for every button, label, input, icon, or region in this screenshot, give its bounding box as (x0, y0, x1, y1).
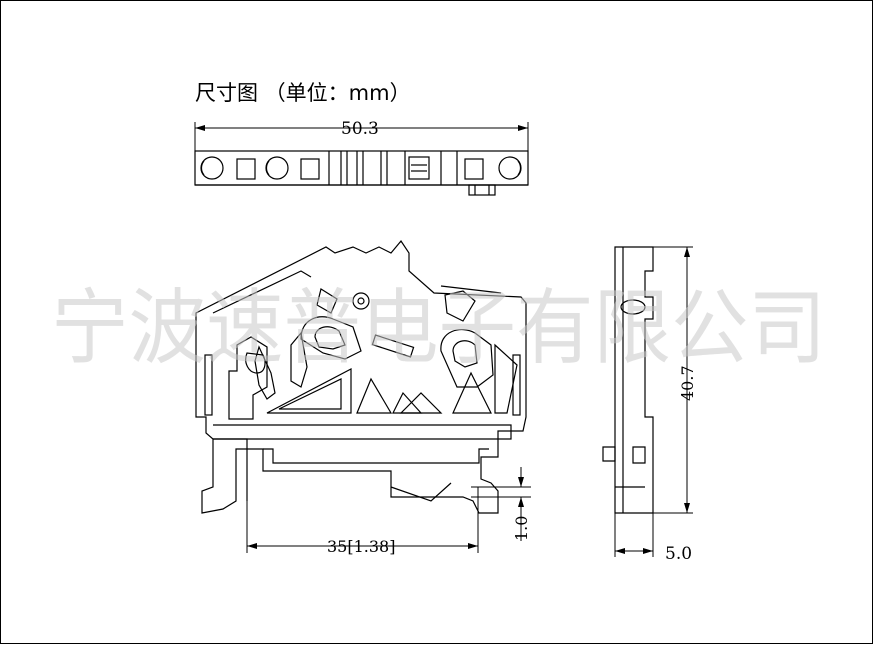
company-watermark: 宁波速普电子有限公司 (51, 281, 826, 376)
width-dimension-label: 50.3 (341, 119, 379, 139)
top-view (194, 122, 529, 196)
rail-offset-label: 1.0 (512, 516, 531, 541)
front-view (195, 239, 527, 514)
rail-span-label: 35[1.38] (327, 537, 395, 556)
side-height-label: 40.7 (678, 365, 697, 401)
rail-offset-dimension (471, 467, 531, 541)
side-height-dimension (653, 246, 693, 514)
side-depth-label: 5.0 (665, 544, 692, 564)
side-depth-dimension (614, 513, 654, 557)
drawing-title: 尺寸图 （单位：mm） (195, 81, 411, 105)
rail-span-dimension (246, 487, 479, 553)
